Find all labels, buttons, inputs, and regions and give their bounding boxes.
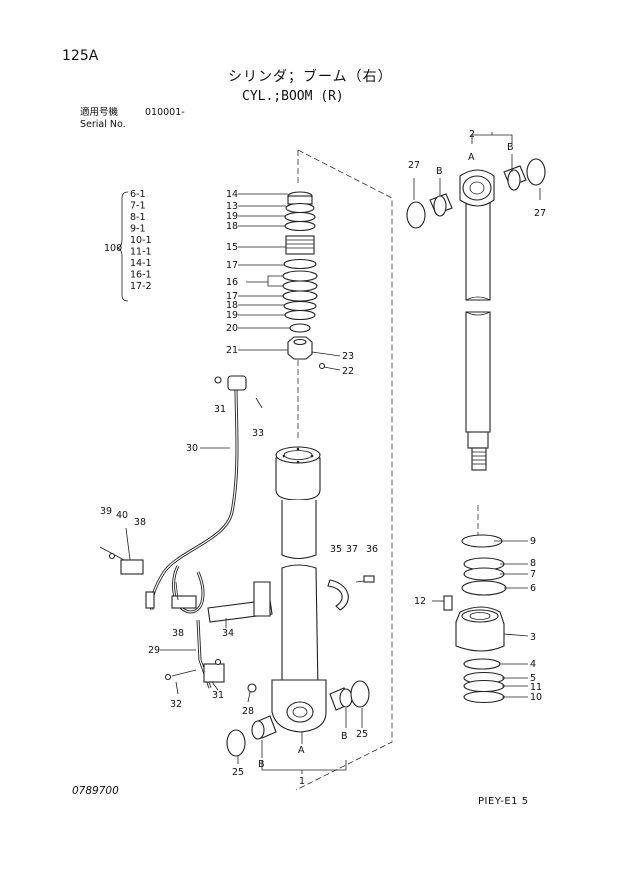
callout-4: 4 [530, 659, 536, 670]
seal-kit-item: 6-1 [130, 189, 146, 200]
callout-16: 16 [226, 277, 238, 288]
callout-18: 18 [226, 221, 238, 232]
callout-13: 13 [226, 201, 238, 212]
callout-38b: 38 [172, 628, 184, 639]
callout-5: 5 [530, 673, 536, 684]
callout-28: 28 [242, 706, 254, 717]
callout-38: 38 [134, 517, 146, 528]
seal-kit-item: 10-1 [130, 235, 152, 246]
title-japanese: シリンダ；ブーム（右） [228, 69, 393, 85]
title-english: CYL.;BOOM (R) [242, 89, 344, 104]
callout-19: 19 [226, 211, 238, 222]
seal-kit-item: 14-1 [130, 258, 152, 269]
callout-8: 8 [530, 558, 536, 569]
callout-B-top-left: B [436, 166, 443, 177]
seal-kit-items: 6-17-18-19-110-111-114-116-117-2 [130, 189, 152, 292]
callout-12: 12 [414, 596, 426, 607]
drawing-number: 0789700 [72, 785, 119, 797]
seal-kit-item: 17-2 [130, 281, 152, 292]
callout-25-right: 25 [356, 729, 368, 740]
callout-27-left: 27 [408, 160, 420, 171]
callout-27-right: 27 [534, 208, 546, 219]
page-code: PIEY-E1 5 [478, 796, 529, 807]
seal-kit-number: 100 [104, 243, 122, 254]
assembly-outline [295, 149, 393, 791]
cylinder-head [275, 446, 321, 560]
seal-kit-item: 11-1 [130, 247, 152, 258]
seal-kit-item: 7-1 [130, 201, 146, 212]
callout-40: 40 [116, 510, 128, 521]
clamp [327, 575, 375, 611]
callout-32: 32 [170, 699, 182, 710]
head-seal-stack [282, 191, 326, 370]
serial-label-english: Serial No. [80, 119, 126, 130]
callout-1: 1 [299, 776, 305, 787]
callout-labels: 14 13 19 18 15 17 16 17 18 19 20 21 23 2… [100, 129, 546, 787]
callout-2: 2 [469, 129, 475, 140]
callout-30: 30 [186, 443, 198, 454]
callout-3: 3 [530, 632, 536, 643]
callout-A-top: A [468, 152, 475, 163]
seal-kit-brace: 100 [104, 191, 129, 302]
callout-7: 7 [530, 569, 536, 580]
callout-19b: 19 [226, 310, 238, 321]
serial-number-value: 010001- [145, 107, 185, 118]
leader-lines [125, 132, 541, 774]
callout-31: 31 [214, 404, 226, 415]
callout-11: 11 [530, 682, 542, 693]
serial-label-japanese: 適用号機 [80, 107, 119, 118]
callout-17: 17 [226, 260, 238, 271]
callout-18b: 18 [226, 300, 238, 311]
seal-kit-item: 16-1 [130, 270, 152, 281]
callout-37: 37 [346, 544, 358, 555]
piston-seal-stack [443, 534, 507, 704]
piston-rod [459, 169, 495, 471]
callout-B-top-right: B [507, 142, 514, 153]
cylinder-tube [271, 564, 327, 733]
callout-22: 22 [342, 366, 354, 377]
callout-20: 20 [226, 323, 238, 334]
callout-34: 34 [222, 628, 234, 639]
callout-39: 39 [100, 506, 112, 517]
callout-15: 15 [226, 242, 238, 253]
callout-31b: 31 [212, 690, 224, 701]
callout-10: 10 [530, 692, 542, 703]
callout-9: 9 [530, 536, 536, 547]
callout-23: 23 [342, 351, 354, 362]
seal-kit-item: 8-1 [130, 212, 146, 223]
callout-25-left: 25 [232, 767, 244, 778]
callout-35: 35 [330, 544, 342, 555]
rod-eye-bushings [406, 158, 546, 229]
tube-foot-bushings [226, 680, 370, 757]
callout-B-bottom-right: B [341, 731, 348, 742]
callout-21: 21 [226, 345, 238, 356]
page-number: 125A [62, 48, 99, 64]
callout-17b: 17 [226, 291, 238, 302]
callout-A-bottom: A [298, 745, 305, 756]
callout-B-left: B [258, 759, 265, 770]
callout-14: 14 [226, 189, 238, 200]
callout-6: 6 [530, 583, 536, 594]
callout-29: 29 [148, 645, 160, 656]
hydraulic-pipe [99, 375, 273, 689]
seal-kit-item: 9-1 [130, 224, 146, 235]
callout-36: 36 [366, 544, 378, 555]
callout-33: 33 [252, 428, 264, 439]
